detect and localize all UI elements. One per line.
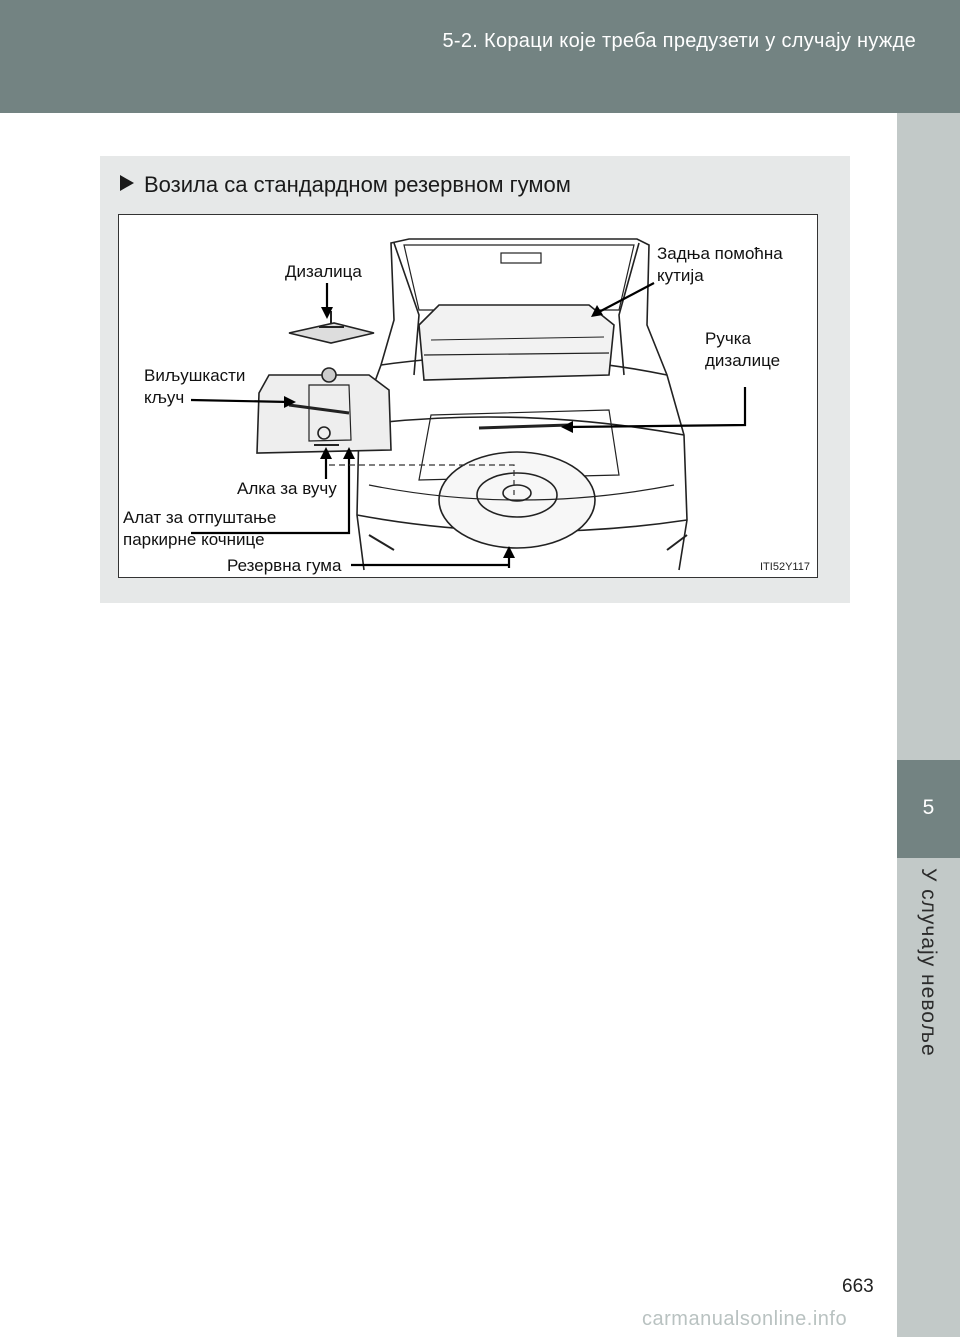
label-jack-handle: Ручка дизалице — [705, 329, 781, 370]
figure-code: ITI52Y117 — [760, 561, 810, 573]
illustration-frame: Дизалица Задња помоћна кутија Ручка диза… — [118, 214, 818, 578]
side-tab-lower — [897, 858, 960, 1337]
label-wheel-nut-wrench: Виљушкасти кључ — [144, 366, 246, 407]
side-tab-chapter — [897, 760, 960, 858]
section-heading: 5-2. Кораци које треба предузети у случа… — [442, 30, 916, 52]
chapter-title: У случају невоље — [917, 868, 940, 1057]
chapter-number: 5 — [922, 796, 935, 819]
subsection-title-text: Возила са стандардном резервном гумом — [144, 172, 571, 197]
label-spare-tire: Резервна гума — [227, 556, 342, 575]
page-number: 663 — [842, 1276, 874, 1297]
label-towing-eyelet: Алка за вучу — [237, 479, 337, 498]
side-tab-upper — [897, 113, 960, 760]
label-parking-brake-release-tool: Алат за отпуштање паркирне кочнице — [123, 508, 277, 549]
subsection-title: Возила са стандардном резервном гумом — [120, 172, 571, 198]
triangle-bullet-icon — [120, 175, 134, 191]
car-trunk-illustration — [190, 238, 747, 571]
watermark: carmanualsonline.info — [642, 1308, 848, 1330]
page-header: 5-2. Кораци које треба предузети у случа… — [0, 0, 960, 113]
label-rear-aux-box: Задња помоћна кутија — [657, 244, 783, 285]
label-jack: Дизалица — [285, 262, 362, 281]
